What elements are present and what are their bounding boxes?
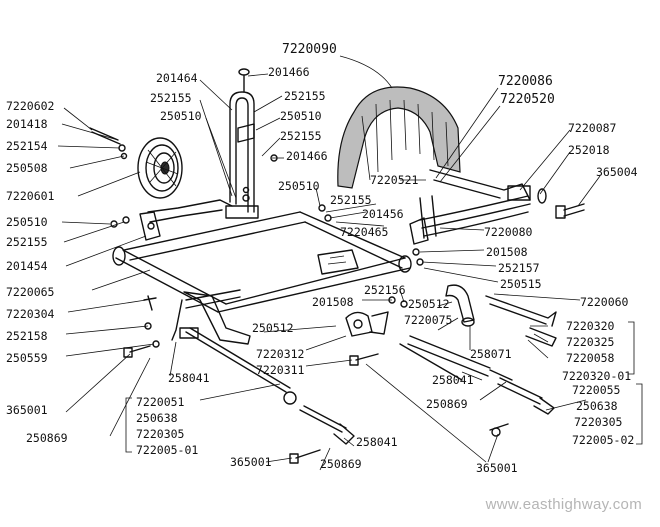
callout-250512: 250512 — [252, 321, 294, 335]
callout-201508: 201508 — [486, 245, 528, 259]
callout-252155: 252155 — [150, 91, 192, 105]
callout-252158: 252158 — [6, 329, 48, 343]
callout-7220086: 7220086 — [498, 74, 553, 89]
callout-201418: 201418 — [6, 117, 48, 131]
callout-252154: 252154 — [6, 139, 48, 153]
callout-7220320: 7220320 — [566, 319, 615, 333]
right-lower-arm — [445, 284, 475, 327]
callout-201466: 201466 — [286, 149, 328, 163]
callout-252156: 252156 — [364, 283, 406, 297]
callout-250510: 250510 — [280, 109, 322, 123]
callout-250510: 250510 — [6, 215, 48, 229]
upper-arm — [139, 199, 233, 241]
callout-250508: 250508 — [6, 161, 48, 175]
tie-rods — [123, 295, 557, 464]
callout-7220080: 7220080 — [484, 225, 533, 239]
callout-201464: 201464 — [156, 71, 198, 85]
callout-7220060: 7220060 — [580, 295, 629, 309]
leaf-spring — [409, 169, 547, 245]
callout-7220602: 7220602 — [6, 99, 55, 113]
callout-7220055: 7220055 — [572, 383, 621, 397]
callout-201456: 201456 — [362, 207, 404, 221]
lower-arm — [171, 291, 251, 345]
callout-258041: 258041 — [356, 435, 398, 449]
callout-365001: 365001 — [230, 455, 272, 469]
callout-250638: 250638 — [136, 411, 178, 425]
callout-252155: 252155 — [284, 89, 326, 103]
knuckle — [345, 311, 389, 337]
callout-7220065: 7220065 — [6, 285, 55, 299]
callout-252155: 252155 — [6, 235, 48, 249]
callout-722005-01: 722005-01 — [136, 443, 199, 457]
callout-7220087: 7220087 — [568, 121, 617, 135]
lamp-dish — [137, 137, 183, 199]
callout-201454: 201454 — [6, 259, 48, 273]
callout-7220520: 7220520 — [500, 92, 555, 107]
callout-7220465: 7220465 — [340, 225, 389, 239]
watermark: www.easthighway.com — [485, 496, 642, 513]
bolt-365004 — [555, 203, 585, 219]
callout-7220320-01: 7220320-01 — [562, 369, 632, 383]
callout-7220304: 7220304 — [6, 307, 55, 321]
callout-7220601: 7220601 — [6, 189, 55, 203]
callout-201466: 201466 — [268, 65, 310, 79]
callout-250515: 250515 — [500, 277, 542, 291]
callout-252157: 252157 — [498, 261, 540, 275]
loop-bracket — [225, 68, 259, 219]
callout-250869: 250869 — [426, 397, 468, 411]
callout-7220325: 7220325 — [566, 335, 615, 349]
callout-201508: 201508 — [312, 295, 354, 309]
subframe — [112, 211, 412, 313]
callout-252018: 252018 — [568, 143, 610, 157]
callout-258041: 258041 — [168, 371, 210, 385]
fender — [337, 86, 461, 189]
left-hardware — [89, 127, 130, 228]
callout-252155: 252155 — [330, 193, 372, 207]
callout-7220090: 7220090 — [282, 42, 337, 57]
callout-250510: 250510 — [160, 109, 202, 123]
callout-365004: 365004 — [596, 165, 638, 179]
callout-250638: 250638 — [576, 399, 618, 413]
leader-lines — [57, 55, 643, 471]
callout-7220305: 7220305 — [136, 427, 185, 441]
callout-7220051: 7220051 — [136, 395, 185, 409]
callout-7220311: 7220311 — [256, 363, 305, 377]
callout-7220312: 7220312 — [256, 347, 305, 361]
callout-252155: 252155 — [280, 129, 322, 143]
callout-250559: 250559 — [6, 351, 48, 365]
callout-250869: 250869 — [26, 431, 68, 445]
callout-365001: 365001 — [476, 461, 518, 475]
callout-258041: 258041 — [432, 373, 474, 387]
callout-250512: 250512 — [408, 297, 450, 311]
callout-250869: 250869 — [320, 457, 362, 471]
callout-250510: 250510 — [278, 179, 320, 193]
callout-722005-02: 722005-02 — [572, 433, 635, 447]
callout-7220305: 7220305 — [574, 415, 623, 429]
callout-7220058: 7220058 — [566, 351, 615, 365]
callout-7220075: 7220075 — [404, 313, 453, 327]
callout-7220521: 7220521 — [370, 173, 419, 187]
callout-365001: 365001 — [6, 403, 48, 417]
callout-258071: 258071 — [470, 347, 512, 361]
